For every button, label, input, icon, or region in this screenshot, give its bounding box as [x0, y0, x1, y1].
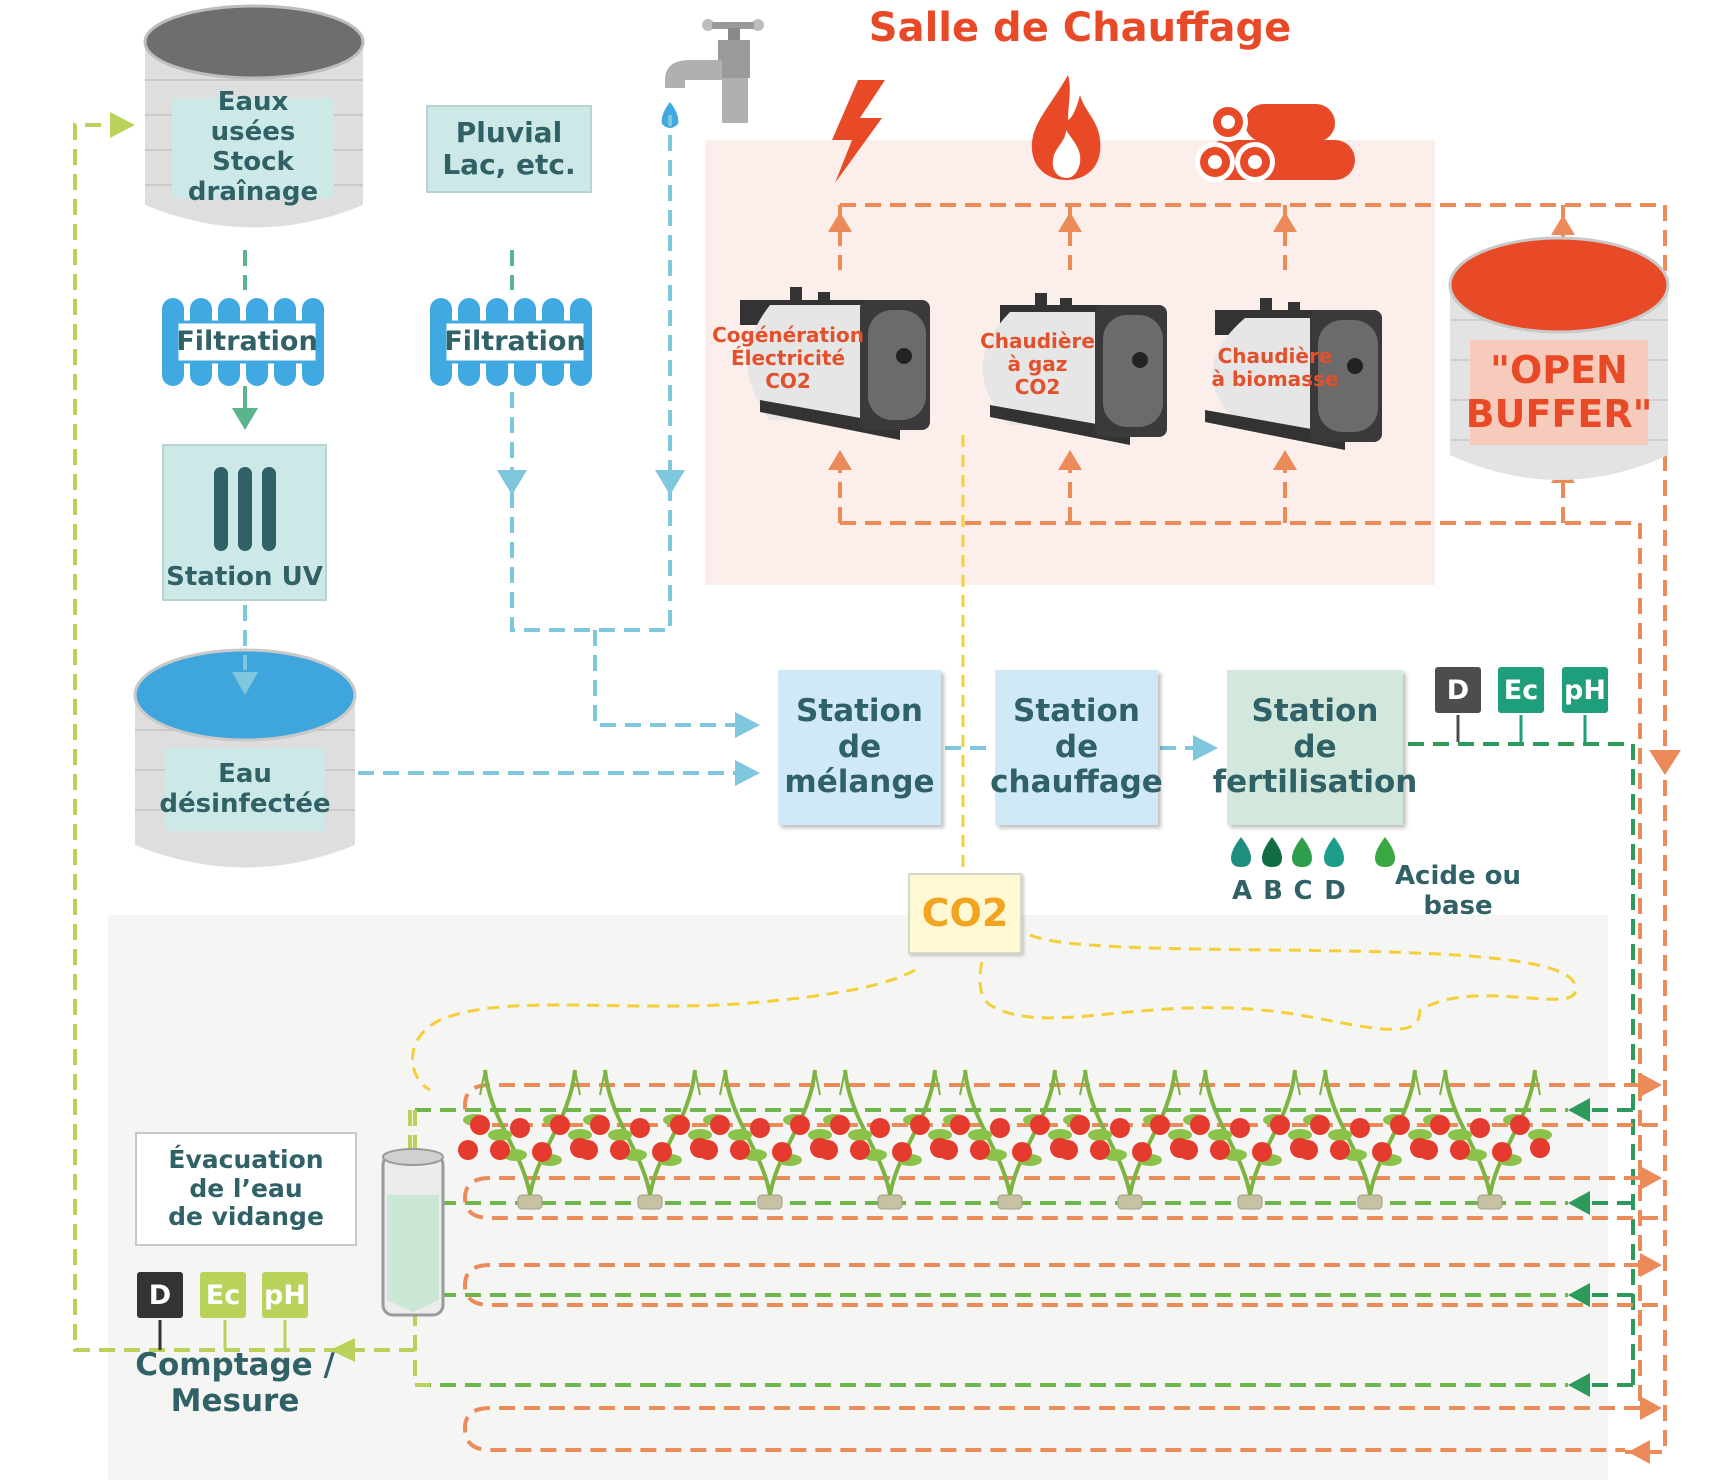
fertilizer-c: C [1293, 876, 1313, 907]
top-sensor-ec: Ec [1498, 667, 1544, 713]
rain-source-label: Pluvial Lac, etc. [442, 115, 576, 181]
heating-station: Station de chauffage [990, 670, 1163, 825]
acid-base-label: Acide ou base [1394, 861, 1522, 921]
tomato-plant [818, 1069, 952, 1210]
drain-collector-tube [381, 1148, 445, 1317]
co2-label: CO2 [908, 873, 1022, 954]
fertilizer-d: D [1324, 876, 1346, 907]
wastewater-tank-label: Eaux usées Stock draînage [172, 87, 334, 207]
tomato-plant [1178, 1069, 1312, 1210]
lightning-icon [832, 80, 885, 183]
top-sensor-posts [1456, 715, 1587, 742]
biomass-boiler-label: Chaudière à biomasse [1211, 343, 1339, 391]
fertilisation-station: Station de fertilisation [1213, 670, 1417, 825]
disinfected-tank-label: Eau désinfectée [159, 748, 331, 831]
treatment-arrowheads [232, 408, 1218, 786]
filter-unit-1 [162, 298, 324, 386]
drain-water-label: Évacuation de l’eau de vidange [135, 1132, 357, 1246]
mixing-station: Station de mélange [778, 670, 941, 825]
treatment-flow-lines [243, 115, 1195, 775]
bottom-sensor-d: D [137, 1272, 183, 1318]
open-buffer-label: "OPEN BUFFER" [1465, 347, 1653, 436]
gas-boiler-label: Chaudière à gaz CO2 [980, 328, 1095, 399]
tomato-plant [1418, 1069, 1552, 1210]
bottom-sensor-posts [158, 1320, 287, 1350]
fertilizer-b: B [1263, 876, 1283, 907]
nutrient-arrowheads [1568, 1098, 1590, 1397]
filter-unit-2 [430, 298, 592, 386]
nutrient-supply-line [1408, 742, 1635, 1387]
top-sensor-d: D [1435, 667, 1481, 713]
filter-2-label: Filtration [444, 326, 586, 358]
tomato-plant [698, 1069, 832, 1210]
bottom-sensor-ph: pH [262, 1272, 308, 1318]
top-sensor-ph: pH [1562, 667, 1608, 713]
flame-icon [1031, 75, 1101, 180]
uv-station-label: Station UV [166, 562, 323, 593]
tomato-plant [938, 1069, 1072, 1210]
rain-source-box [426, 105, 592, 193]
open-buffer-tank [1448, 236, 1670, 480]
wood-logs-icon [1195, 102, 1355, 182]
biomass-boiler-illustration [1205, 298, 1382, 450]
uv-station [162, 444, 327, 601]
heating-room-title: Salle de Chauffage [868, 5, 1292, 51]
fertilizer-droplets [1231, 837, 1395, 867]
co2-distribution-line [411, 435, 1578, 1092]
filter-1-label: Filtration [176, 326, 318, 358]
cogeneration-label: Cogénération Électricité CO2 [712, 322, 864, 393]
cogeneration-boiler-illustration [740, 287, 930, 440]
bottom-sensor-ec: Ec [200, 1272, 246, 1318]
gas-boiler-illustration [982, 293, 1167, 445]
fertilizer-a: A [1231, 876, 1253, 907]
measurement-label: Comptage / Mesure [135, 1347, 335, 1419]
water-tap-icon [661, 19, 764, 128]
tomato-plants [458, 1069, 1552, 1210]
heating-pipe-arrowheads [1628, 1073, 1662, 1464]
